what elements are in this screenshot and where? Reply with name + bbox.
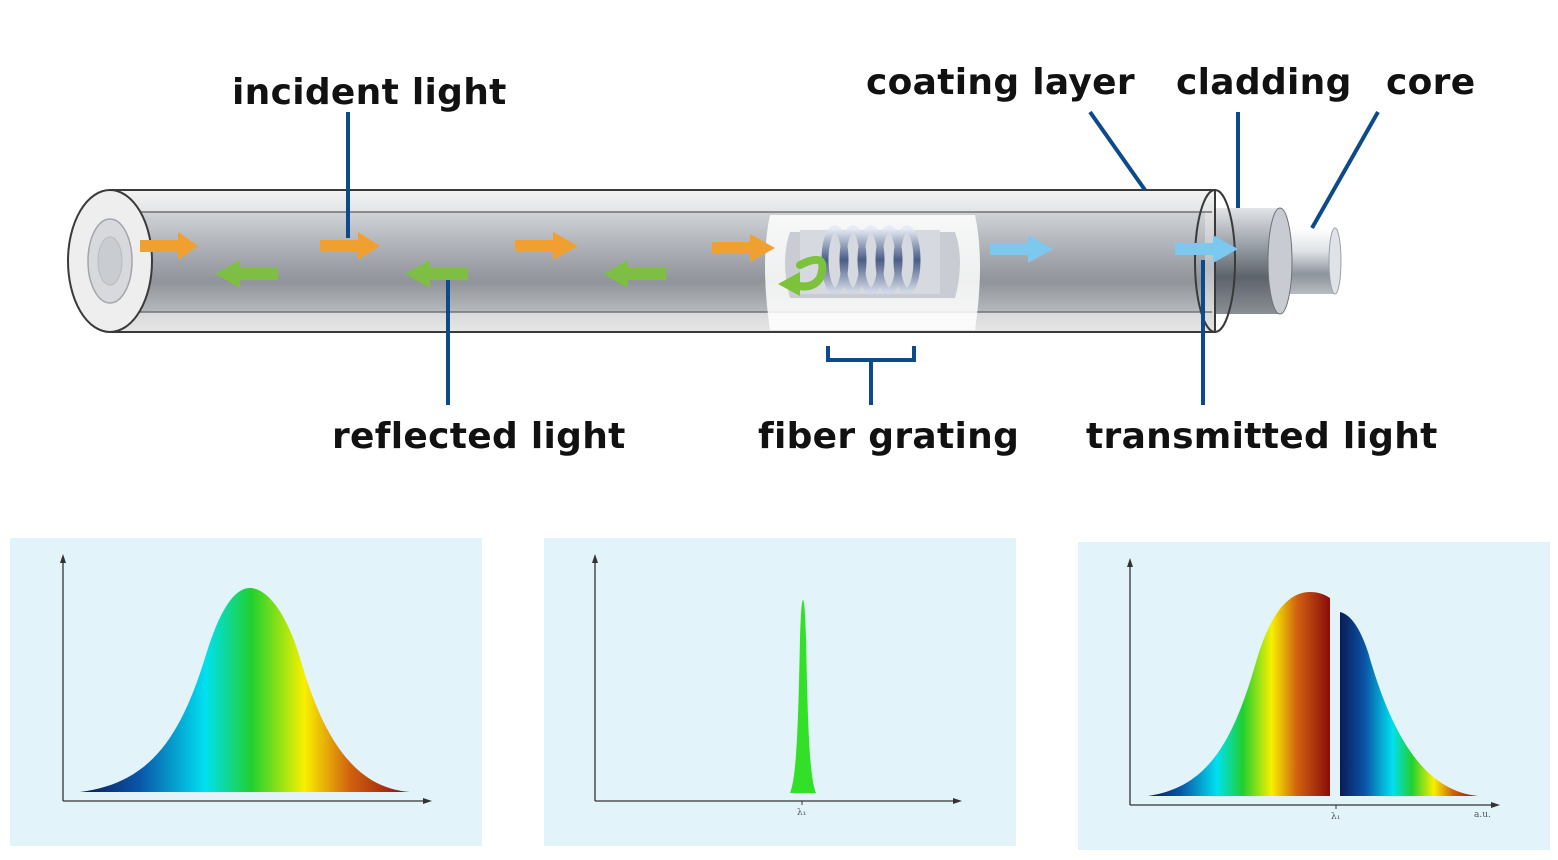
incident-arrow	[320, 232, 380, 260]
coating-leader	[1088, 110, 1147, 192]
reflected-spectrum-plot	[592, 554, 962, 805]
leader-lines	[346, 110, 1380, 405]
core-label: core	[1386, 62, 1476, 103]
cladding-label: cladding	[1176, 62, 1352, 103]
reflected-arrow	[405, 260, 468, 288]
incident-light-label: incident light	[232, 72, 507, 113]
transmitted-arrows	[990, 235, 1238, 263]
incident-arrow	[712, 234, 775, 262]
reflected-arrow	[215, 260, 278, 288]
incident-spectrum-panel	[10, 538, 482, 846]
fiber-illustration	[67, 110, 1380, 405]
reflected-spectrum-peak	[790, 600, 816, 793]
fiber-coating-layer	[67, 189, 1236, 333]
transmitted-spectrum-notch	[1330, 596, 1340, 801]
incident-arrow	[515, 232, 578, 260]
transmitted-spectrum-panel: λ₁ a.u.	[1078, 542, 1550, 850]
incident-spectrum-plot	[60, 554, 432, 804]
peak-wavelength-tick-label: λ₁	[797, 808, 807, 818]
grating-rings	[821, 225, 921, 295]
grating-bracket	[826, 346, 916, 405]
incident-arrows	[140, 232, 775, 262]
transmitted-arrow	[1175, 235, 1238, 263]
reflection-uturn-arrow	[778, 255, 827, 296]
fiber-grating-label: fiber grating	[758, 416, 1020, 457]
transmitted-spectrum-plot	[1127, 558, 1500, 809]
reflected-spectrum-panel: λ₁	[544, 538, 1016, 846]
transmitted-arrow	[990, 235, 1053, 263]
transmitted-spectrum-right	[1340, 612, 1478, 796]
notch-wavelength-tick-label: λ₁	[1331, 812, 1341, 822]
incident-spectrum-curve	[80, 588, 410, 792]
reflected-light-label: reflected light	[332, 416, 626, 457]
core-leader	[1310, 111, 1380, 229]
coating-layer-label: coating layer	[866, 62, 1135, 103]
transmitted-spectrum-left	[1148, 592, 1330, 796]
reflected-arrows	[215, 260, 666, 288]
reflected-arrow	[603, 260, 666, 288]
transmitted-light-label: transmitted light	[1086, 416, 1438, 457]
x-axis-unit-label: a.u.	[1474, 810, 1491, 820]
incident-arrow	[140, 232, 198, 260]
